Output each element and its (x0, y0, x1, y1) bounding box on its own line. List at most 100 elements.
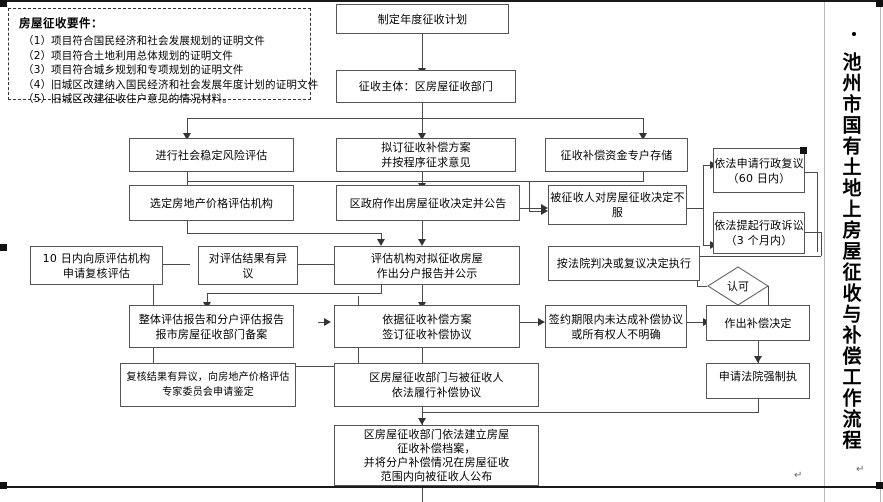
edge-n20-n17-in (318, 322, 328, 323)
node-n2-line-1: 征收主体：区房屋征收部门 (358, 80, 494, 93)
node-select-appraisal-agency[interactable]: 选定房地产价格评估机构 (129, 185, 294, 221)
requirement-item-3: （3）项目符合城乡规划和专项规划的证明文件 (23, 63, 302, 78)
node-perform-compensation-agreement[interactable]: 区房屋征收部门与被征收人 依法履行补偿协议 (334, 363, 539, 407)
node-apply-court-enforcement[interactable]: 申请法院强制执 (706, 363, 810, 399)
requirements-panel: 房屋征收要件： （1）项目符合国民经济和社会发展规划的证明文件 （2）项目符合土… (8, 8, 318, 105)
corner-mark-top-left (0, 0, 7, 7)
edge-n20-right (296, 366, 358, 367)
node-n22-line-1: 申请法院强制执 (718, 370, 798, 383)
edge-n21-n23-line (422, 407, 423, 425)
edge-n2-n3-arrow (183, 133, 191, 140)
node-n8-line-2: 服 (611, 206, 624, 219)
node-n10-line-2: （3 个月内） (725, 234, 793, 247)
edge-n17-n18-arrow (538, 318, 545, 326)
edge-n22-n23-bus (422, 412, 759, 413)
edge-n7-n8-arrow (541, 204, 548, 212)
edge-n8-vbus (703, 165, 704, 245)
node-request-review-appraisal[interactable]: 10 日内向原评估机构 申请复核评估 (30, 246, 163, 285)
edge-n2-n3-line (187, 118, 188, 135)
node-district-gov-decision-announcement[interactable]: 区政府作出房屋征收决定并公告 (336, 185, 520, 221)
node-n18-line-2: 或所有权人不明确 (571, 327, 661, 341)
node-n19-line-1: 作出补偿决定 (724, 316, 792, 330)
node-n23-line-2: 征收补偿档案， (397, 441, 476, 455)
node-draft-compensation-plan[interactable]: 拟订征收补偿方案 并按程序征求意见 (336, 138, 516, 172)
node-make-compensation-decision[interactable]: 作出补偿决定 (706, 305, 810, 341)
document-vertical-title: 池州市国有土地上房屋征收与补偿工作流程 (829, 0, 873, 502)
node-acquisition-subject[interactable]: 征收主体：区房屋征收部门 (336, 70, 516, 103)
requirements-title: 房屋征收要件： (19, 16, 103, 30)
edge-n2-n5-line (643, 118, 644, 135)
requirement-number-2: （2） (23, 49, 52, 62)
edge-to-n14-line (700, 256, 821, 257)
vertical-title-text: 池州市国有土地上房屋征收与补偿工作流程 (839, 51, 862, 451)
node-n15-label: 认可 (727, 280, 749, 293)
node-n12-line-1: 对评估结果有异 (208, 251, 288, 265)
node-n20-line-2: 专家委员会申请鉴定 (162, 387, 254, 398)
node-execute-court-or-reconsideration[interactable]: 按法院判决或复议决定执行 (548, 246, 700, 281)
node-n14-line-1: 按法院判决或复议决定执行 (556, 257, 692, 270)
node-n23-line-3: 并将分户补偿情况在房屋征收 (363, 455, 510, 469)
edge-n8-n9-line (703, 165, 713, 166)
edge-n10-down (821, 232, 822, 256)
requirement-item-1: （1）项目符合国民经济和社会发展规划的证明文件 (23, 34, 302, 49)
node-objection-to-decision[interactable]: 被征收人对房屋征收决定不 服 (548, 185, 687, 225)
requirement-text-1: 项目符合国民经济和社会发展规划的证明文件 (51, 35, 265, 47)
edge-n6-down (187, 221, 188, 233)
vertical-rule-right (880, 0, 881, 502)
node-sign-compensation-agreement[interactable]: 依据征收补偿方案 签订征收补偿协议 (334, 305, 520, 348)
edge-n2-bus (187, 118, 643, 119)
node-annual-acquisition-plan[interactable]: 制定年度征收计划 (336, 4, 509, 34)
node-n12-line-2: 议 (242, 266, 254, 280)
node-n20-line-1: 复核结果有异议，向房地产价格评估 (126, 372, 290, 383)
node-n21-line-1: 区房屋征收部门与被征收人 (369, 371, 504, 384)
node-n18-line-1: 签约期限内未达成补偿协议 (548, 312, 684, 326)
requirement-text-3: 项目符合城乡规划和专项规划的证明文件 (51, 64, 244, 77)
node-overall-and-household-report-filing[interactable]: 整体评估报告和分户评估报告 报市房屋征收部门备案 (129, 305, 294, 348)
paragraph-mark-bottom: ↵ (794, 470, 803, 481)
edge-n13-n17-line (422, 285, 423, 309)
edge-n2-n5-arrow (639, 133, 647, 140)
node-approval-decision[interactable]: 认可 (707, 266, 769, 306)
node-n23-line-4: 范围内向被征收人公布 (380, 469, 493, 483)
node-appraisal-household-report[interactable]: 评估机构对拟征收房屋 作出分户报告并公示 (334, 246, 520, 285)
node-n4-line-1: 拟订征收补偿方案 (381, 141, 471, 154)
edge-n1-n2-line (422, 34, 423, 70)
requirement-number-5: （5） (23, 93, 52, 106)
requirement-item-5: （5）旧城区改建征收住户意见的情况材料。 (23, 92, 302, 107)
node-no-agreement-or-unclear-owner[interactable]: 签约期限内未达成补偿协议 或所有权人不明确 (545, 305, 687, 348)
edge-n23-bottom-stub (422, 478, 423, 502)
node-objection-to-appraisal-result[interactable]: 对评估结果有异 议 (198, 246, 298, 285)
node-n16-line-2: 报市房屋征收部门备案 (155, 327, 268, 341)
node-n9-line-2: （60 日内） (727, 171, 791, 185)
node-social-stability-risk-assessment[interactable]: 进行社会稳定风险评估 (129, 138, 294, 172)
edge-n8-out (687, 208, 703, 209)
node-administrative-litigation[interactable]: 依法提起行政诉讼 （3 个月内） (713, 212, 805, 254)
edge-n17-n18-line (520, 322, 540, 323)
edge-n13-n16-line (207, 293, 208, 305)
node-administrative-reconsideration[interactable]: 依法申请行政复议 （60 日内） (713, 148, 805, 193)
node-n5-line-1: 征收补偿资金专户存储 (560, 148, 673, 162)
node-compensation-fund-deposit[interactable]: 征收补偿资金专户存储 (545, 138, 688, 172)
paragraph-mark-right: ↵ (856, 464, 865, 475)
node-n9-line-1: 依法申请行政复议 (714, 156, 804, 170)
edge-n8-n10-line (703, 245, 713, 246)
edge-n15-n19-line (768, 286, 769, 305)
node-n6-line-1: 选定房地产价格评估机构 (149, 196, 274, 210)
edge-n18-n19-line (687, 322, 705, 323)
edge-n19-n22-line (758, 341, 759, 363)
edge-n6-bus (187, 233, 381, 234)
requirement-item-2: （2）项目符合土地利用总体规划的证明文件 (23, 49, 302, 64)
node-establish-compensation-archive[interactable]: 区房屋征收部门依法建立房屋 征收补偿档案， 并将分户补偿情况在房屋征收 范围内向… (334, 425, 539, 486)
node-n17-line-2: 签订征收补偿协议 (382, 327, 472, 341)
edge-n10-right (805, 232, 821, 233)
edge-n9-right (805, 172, 817, 173)
node-n17-line-1: 依据征收补偿方案 (382, 312, 472, 326)
edge-n22-down (758, 399, 759, 412)
edge-n5-n8-line (529, 181, 530, 211)
corner-mark-bottom-right (876, 482, 883, 489)
node-n1-line-1: 制定年度征收计划 (377, 12, 468, 26)
edge-n7-n13-line (422, 221, 423, 242)
node-expert-committee-appraisal[interactable]: 复核结果有异议，向房地产价格评估 专家委员会申请鉴定 (120, 363, 296, 407)
node-n16-line-1: 整体评估报告和分户评估报告 (138, 312, 285, 326)
